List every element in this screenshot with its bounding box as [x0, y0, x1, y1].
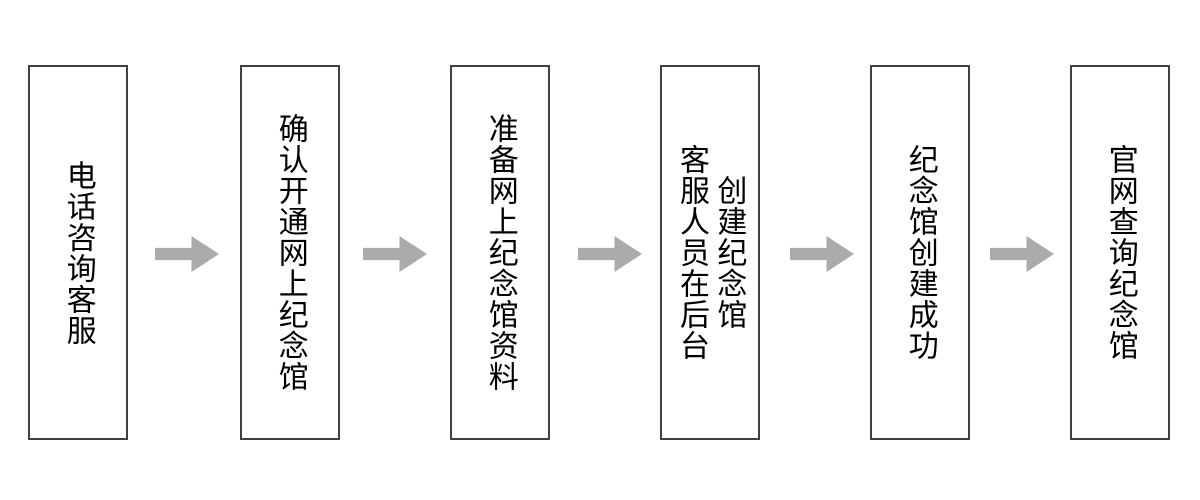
flow-step-box[interactable]: 确认开通网上纪念馆 [240, 65, 340, 440]
flow-step-label: 确认开通网上纪念馆 [272, 113, 308, 392]
flow-step-label: 电话咨询客服 [60, 159, 96, 346]
flow-step-box[interactable]: 准备网上纪念馆资料 [450, 65, 550, 440]
flow-step-box[interactable]: 创建纪念馆客服人员在后台 [660, 65, 760, 440]
flow-step-box[interactable]: 电话咨询客服 [28, 65, 128, 440]
flow-step-label: 准备网上纪念馆资料 [482, 113, 518, 392]
right-arrow-icon [990, 236, 1054, 272]
flow-step-box[interactable]: 纪念馆创建成功 [870, 65, 970, 440]
flow-step-label: 创建纪念馆 [711, 175, 747, 330]
flow-step-label: 纪念馆创建成功 [902, 144, 938, 361]
flow-step-label: 客服人员在后台 [674, 144, 709, 361]
flow-step-label: 官网查询纪念馆 [1102, 144, 1138, 361]
right-arrow-icon [578, 236, 642, 272]
right-arrow-icon [363, 236, 427, 272]
right-arrow-icon [155, 236, 219, 272]
right-arrow-icon [790, 236, 854, 272]
flow-step-box[interactable]: 官网查询纪念馆 [1070, 65, 1170, 440]
